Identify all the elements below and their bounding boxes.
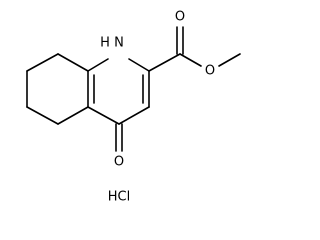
atom-n-label: N (114, 36, 124, 51)
chemical-structure: H N O O O HCl (26, 10, 241, 205)
atom-h-label: H (100, 36, 110, 51)
fused-bond (87, 70, 95, 108)
ester-bonds (148, 26, 241, 72)
bond (128, 58, 150, 72)
atom-ester-o-label: O (205, 64, 215, 79)
atom-carbonyl-o-label: O (175, 10, 185, 25)
bond (148, 53, 181, 72)
bond (26, 106, 59, 125)
pyridinone-ring-bonds (87, 58, 150, 125)
bond (57, 53, 89, 72)
bond (57, 106, 89, 125)
atom-ketone-o-label: O (114, 155, 124, 170)
salt-label: HCl (108, 190, 130, 205)
bond (118, 106, 150, 125)
bond (218, 53, 241, 67)
bond (26, 53, 59, 72)
saturated-ring-bonds (26, 53, 89, 125)
bond (87, 106, 120, 125)
ketone-bond (115, 123, 123, 152)
bond (87, 58, 109, 72)
bond (179, 53, 202, 67)
